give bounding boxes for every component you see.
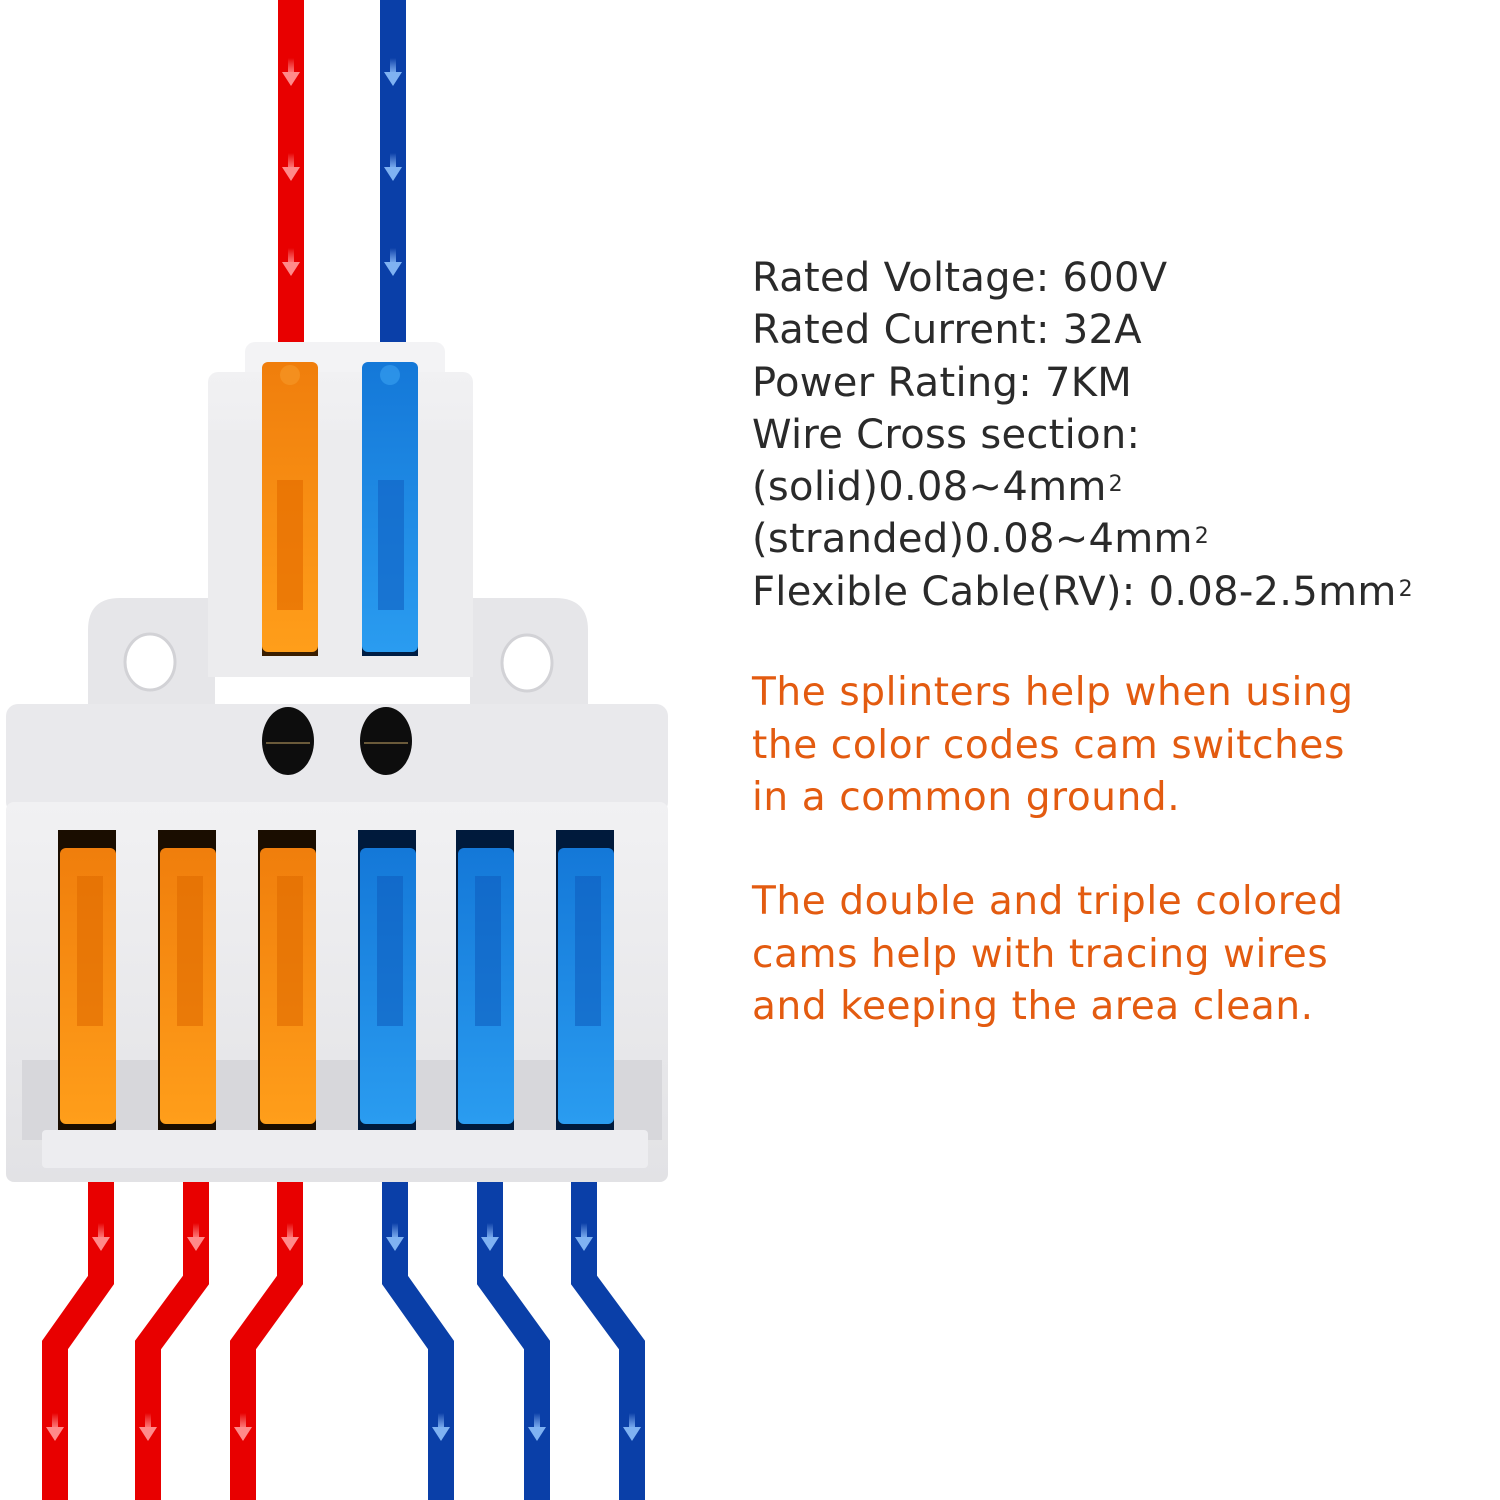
- superscript: 2: [1108, 472, 1123, 498]
- input-block: [208, 342, 473, 677]
- feature-paragraph-2: The double and triple colored cams help …: [752, 876, 1492, 1034]
- superscript: 2: [1398, 576, 1413, 602]
- mounting-ear-right: [470, 598, 588, 720]
- feature-line: the color codes cam switches: [752, 722, 1345, 768]
- input-wire-blue: [380, 0, 406, 345]
- spec-stranded-value: (stranded)0.08~4mm: [752, 516, 1193, 563]
- product-illustration: [0, 0, 700, 1500]
- feature-line: The splinters help when using: [752, 670, 1354, 715]
- test-hole-left: [262, 707, 314, 775]
- spec-rated-current: Rated Current: 32A: [752, 307, 1142, 354]
- input-lever-blue[interactable]: [362, 362, 418, 656]
- superscript: 2: [1194, 524, 1210, 550]
- spec-stranded: (stranded)0.08~4mm2: [752, 513, 1492, 565]
- mounting-ear-left: [88, 598, 215, 720]
- input-wire-red: [278, 0, 304, 345]
- feature-paragraph-1: The splinters help when using the color …: [752, 667, 1492, 825]
- feature-line: cams help with tracing wires: [752, 931, 1329, 977]
- output-levers[interactable]: [58, 830, 614, 1130]
- spec-solid: (solid)0.08~4mm2: [752, 461, 1492, 513]
- input-lever-orange[interactable]: [262, 362, 318, 656]
- spec-solid-value: (solid)0.08~4mm: [752, 464, 1107, 511]
- feature-line: in a common ground.: [752, 775, 1181, 820]
- spec-flexible-value: Flexible Cable(RV): 0.08-2.5mm: [752, 568, 1397, 615]
- output-wires: [42, 1165, 645, 1500]
- feature-line: The double and triple colored: [752, 879, 1344, 924]
- specifications: Rated Voltage: 600V Rated Current: 32A P…: [752, 252, 1492, 618]
- feature-line: and keeping the area clean.: [752, 984, 1314, 1029]
- spec-flexible: Flexible Cable(RV): 0.08-2.5mm2: [752, 566, 1492, 618]
- spec-power-rating: Power Rating: 7KM: [752, 359, 1133, 406]
- spec-rated-voltage: Rated Voltage: 600V: [752, 255, 1168, 301]
- test-hole-right: [360, 707, 412, 775]
- spec-wire-cross-section: Wire Cross section:: [752, 411, 1141, 458]
